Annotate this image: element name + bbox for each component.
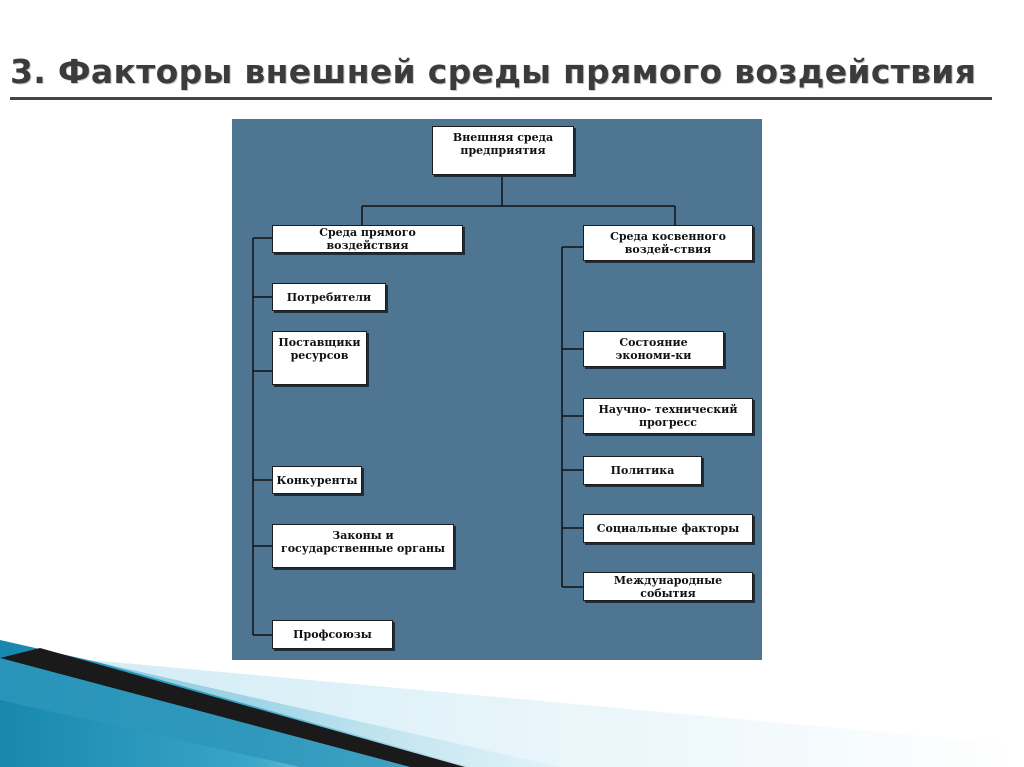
slide-title: 3. Факторы внешней среды прямого воздейс… [10,52,977,91]
connector-lines [252,175,676,636]
direct-heading-node: Среда прямого воздействия [272,225,463,253]
title-underline [10,97,992,100]
indirect-item-node: Международные события [583,572,753,601]
direct-item-node: Конкуренты [272,466,362,494]
indirect-item-node: Научно- технический прогресс [583,398,753,434]
direct-item-node: Поставщики ресурсов [272,331,367,385]
indirect-item-node: Состояние экономи-ки [583,331,724,367]
direct-item-node: Потребители [272,283,386,311]
indirect-item-node: Политика [583,456,702,485]
indirect-item-node: Социальные факторы [583,514,753,543]
direct-item-node: Законы и государственные органы [272,524,454,568]
org-diagram: Внешняя среда предприятия Среда прямого … [232,119,762,660]
direct-item-node: Профсоюзы [272,620,393,649]
root-node: Внешняя среда предприятия [432,126,574,175]
footer-swoosh-decoration [0,640,1024,767]
indirect-heading-node: Среда косвенного воздей-ствия [583,225,753,261]
